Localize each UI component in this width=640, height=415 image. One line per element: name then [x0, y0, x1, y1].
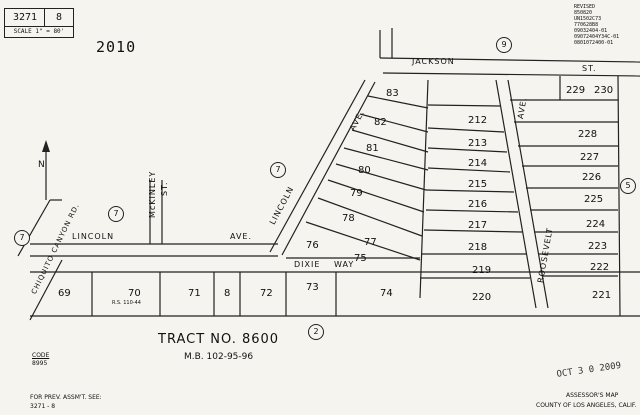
- lot-216: 216: [468, 199, 488, 210]
- lot-70: 70: [128, 288, 141, 299]
- lincoln-ave-label: LINCOLN: [72, 232, 115, 241]
- circled-number-9: 9: [496, 37, 512, 53]
- lot-77: 77: [364, 237, 377, 248]
- lot-225: 225: [584, 194, 604, 205]
- lot-228: 228: [578, 129, 598, 140]
- lot-81: 81: [366, 143, 379, 154]
- lot-82: 82: [374, 117, 387, 128]
- jackson-st-suffix: ST.: [582, 64, 597, 73]
- lot-227: 227: [580, 152, 600, 163]
- page-number: 8: [44, 8, 74, 28]
- mckinley-st-label: ST.: [160, 181, 169, 196]
- code-value: 8995: [32, 360, 48, 367]
- north-arrow-label: N: [38, 160, 45, 170]
- lot-80: 80: [358, 165, 371, 176]
- circled-number-2: 2: [308, 324, 324, 340]
- circled-number-7-far-left: 7: [14, 230, 30, 246]
- lot-214: 214: [468, 158, 488, 169]
- assessor-map-label: ASSESSOR'S MAP: [566, 392, 619, 399]
- lot-75: 75: [354, 253, 367, 264]
- circled-number-7-center: 7: [270, 162, 286, 178]
- prev-assessment-ref: 3271 - 8: [30, 403, 56, 410]
- tract-number: TRACT NO. 8600: [158, 332, 280, 347]
- way-label: WAY: [334, 260, 355, 269]
- map-book-reference: M.B. 102-95-96: [184, 352, 254, 362]
- lot-8: 8: [224, 288, 231, 299]
- lot-72: 72: [260, 288, 273, 299]
- lot-212: 212: [468, 115, 488, 126]
- circled-number-7-left: 7: [108, 206, 124, 222]
- lot-213: 213: [468, 138, 488, 149]
- prev-assessment-label: FOR PREV. ASSM'T. SEE:: [30, 394, 102, 401]
- lot-73: 73: [306, 282, 319, 293]
- lot-76: 76: [306, 240, 319, 251]
- lot-217: 217: [468, 220, 488, 231]
- lot-222: 222: [590, 262, 610, 273]
- lot-71: 71: [188, 288, 201, 299]
- scale-label: SCALE 1" = 80': [4, 26, 74, 38]
- book-number: 3271: [4, 8, 46, 28]
- lot-229: 229: [566, 85, 586, 96]
- revised-stamp: REVISED 850820 UN1502C73 770628B8 090324…: [574, 4, 620, 46]
- lot-83: 83: [386, 88, 399, 99]
- jackson-st-label: JACKSON: [412, 57, 455, 66]
- dixie-label: DIXIE: [294, 260, 321, 269]
- lot-74: 74: [380, 288, 393, 299]
- lot-218: 218: [468, 242, 488, 253]
- code-label: CODE: [32, 352, 50, 359]
- lincoln-ave-suffix: AVE.: [230, 232, 253, 241]
- lot-69: 69: [58, 288, 71, 299]
- lot-221: 221: [592, 290, 612, 301]
- circled-number-5: 5: [620, 178, 636, 194]
- lot-226: 226: [582, 172, 602, 183]
- lot-220: 220: [472, 292, 492, 303]
- lot-79: 79: [350, 188, 363, 199]
- lot-223: 223: [588, 241, 608, 252]
- lot-78: 78: [342, 213, 355, 224]
- lot-230: 230: [594, 85, 614, 96]
- lot-219: 219: [472, 265, 492, 276]
- year-code: 2010: [96, 38, 137, 56]
- lot-224: 224: [586, 219, 606, 230]
- rs-reference: R.S. 110-44: [112, 300, 141, 306]
- mckinley-label: McKINLEY: [148, 170, 157, 218]
- county-label: COUNTY OF LOS ANGELES, CALIF.: [536, 402, 637, 409]
- lot-215: 215: [468, 179, 488, 190]
